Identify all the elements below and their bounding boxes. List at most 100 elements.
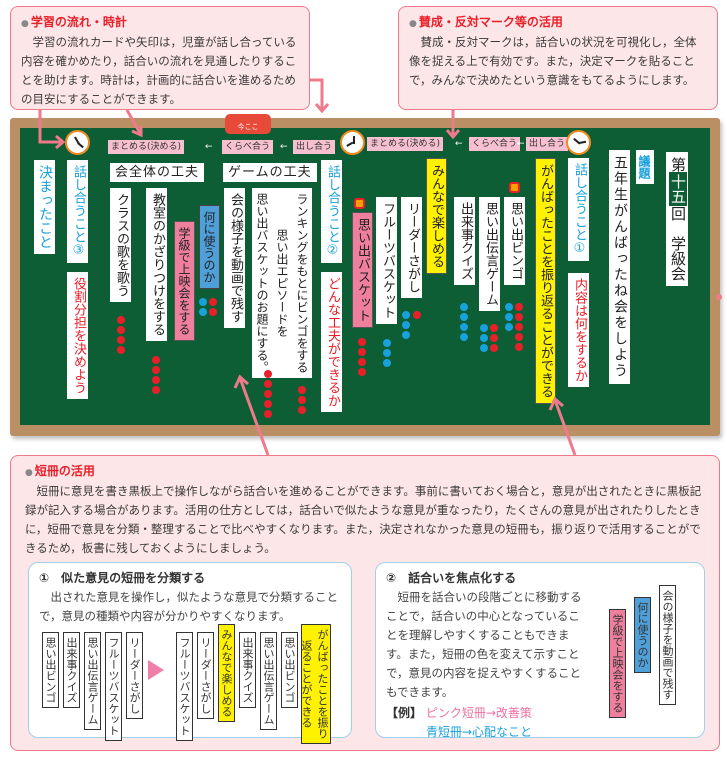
vote-dots-red <box>298 386 306 414</box>
idea-strip: リーダーさがし <box>401 197 422 298</box>
game-idea-strip: 思い出エピソードを思い出バスケットのお題にする。 <box>252 188 292 378</box>
note-body: 短冊に意見を書き黒板上で操作しながら話合いを進めることができます。事前に書いてお… <box>25 484 702 555</box>
vote-dots-red <box>358 338 366 376</box>
connector-line <box>553 399 577 456</box>
flow-compare: くらべ合う <box>222 140 274 154</box>
red-vote-mark <box>264 410 272 418</box>
flow-compare: くらべ合う <box>469 137 521 151</box>
blue-vote-mark <box>402 331 410 339</box>
whole-idea-strip: クラスの歌を歌う <box>110 188 131 302</box>
blue-vote-mark <box>480 344 488 352</box>
mini-strip: 出来事クイズ <box>239 632 256 708</box>
topic2-question: どんな工夫ができるか <box>321 272 342 412</box>
connector-line <box>125 109 142 134</box>
mini-strip: リーダーさがし <box>197 632 214 719</box>
arrow-left-icon: ← <box>280 142 288 152</box>
topic1-strip: 話し合うこと① <box>568 158 589 261</box>
mini-strip: 出来事クイズ <box>63 632 80 708</box>
red-vote-mark <box>413 311 421 319</box>
red-vote-mark <box>298 386 306 394</box>
note-title: 学習の流れ・時計 <box>21 13 299 33</box>
line: 思い出エピソードを <box>275 229 289 337</box>
red-vote-mark <box>117 316 125 324</box>
red-vote-mark <box>117 336 125 344</box>
idea-strip: 出来事クイズ <box>454 197 475 285</box>
vote-dots-blue <box>383 339 391 367</box>
red-vote-mark <box>515 303 523 311</box>
flow-summarize: まとめる(決める) <box>367 137 444 151</box>
blue-vote-mark <box>505 303 513 311</box>
title-number: 十五 <box>669 172 687 206</box>
blue-vote-mark <box>480 334 488 342</box>
example-body: 短冊を話合いの段階ごとに移動することで，話合いの中心となっていることを理解しやす… <box>386 590 582 699</box>
whole-header: 会全体の工夫 <box>110 163 205 182</box>
note-title: 短冊の活用 <box>25 462 705 482</box>
idea-strip: フルーツバスケット <box>376 197 397 324</box>
clock-icon <box>340 130 365 155</box>
vote-dots-red <box>117 316 125 354</box>
title-rest: 回 学級会 <box>669 206 687 281</box>
vote-dots-red <box>515 303 523 351</box>
mini-strip: 思い出伝言ゲーム <box>260 632 277 730</box>
red-vote-mark <box>358 368 366 376</box>
arrow-left-icon: ← <box>517 139 525 149</box>
flow-propose: 出し合う <box>293 140 336 154</box>
connector-line <box>238 377 270 456</box>
red-vote-mark <box>515 323 523 331</box>
mini-strip: 会の様子を動画で残す <box>659 585 676 705</box>
note-body: 学習の流れカードや矢印は，児童が話し合っている内容を確かめたり，話合いの流れを見… <box>21 35 297 106</box>
meeting-title: 第十五回 学級会 <box>666 152 688 286</box>
red-vote-mark <box>515 313 523 321</box>
red-vote-mark <box>298 396 306 404</box>
blue-vote-mark <box>402 321 410 329</box>
mini-strip: フルーツバスケット <box>176 632 193 741</box>
decided-strip: 決まったこと <box>34 160 55 254</box>
example-classify: ① 似た意見の短冊を分類する 出された意見を操作し，似たような意見で分類すること… <box>28 562 352 738</box>
idea-strip: 思い出ビンゴ <box>504 197 525 285</box>
vote-dots-red <box>209 298 217 316</box>
connector-line <box>310 78 324 110</box>
example-focus: ② 話合いを焦点化する 短冊を話合いの段階ごとに移動することで，話合いの中心とな… <box>375 562 705 739</box>
example-body: 出された意見を操作し，似たような意見で分類することで，意見の種類や内容が分かりや… <box>39 590 338 623</box>
note-body: 賛成・反対マークは，話合いの状況を可視化し，全体像を捉える上で有効です。また，決… <box>409 35 697 87</box>
red-vote-mark <box>117 326 125 334</box>
red-vote-mark <box>264 370 272 378</box>
red-vote-mark <box>515 343 523 351</box>
connector-line <box>38 110 62 144</box>
blue-vote-mark <box>460 333 468 341</box>
blue-vote-mark <box>505 313 513 321</box>
red-vote-mark <box>358 358 366 366</box>
example-rule: 【例】 ピンク短冊→改善策 青短冊→心配なこと <box>386 704 694 742</box>
line: がんばったことを振り <box>316 629 329 739</box>
mini-strip-blue: 何に使うのか <box>634 597 651 673</box>
blue-vote-mark <box>383 359 391 367</box>
vote-dots-red <box>490 324 498 352</box>
blue-vote-mark <box>460 323 468 331</box>
red-vote-mark <box>209 298 217 306</box>
arrow-right-icon <box>148 660 164 680</box>
decision-mark-icon <box>509 182 520 193</box>
line: 返ることができる <box>300 640 313 728</box>
blue-vote-mark <box>383 349 391 357</box>
example-title: ① 似た意見の短冊を分類する <box>39 571 206 585</box>
mini-strip: 思い出伝言ゲーム <box>84 632 101 730</box>
bus-icon: 今ここ <box>225 114 271 134</box>
blue-vote-mark <box>383 339 391 347</box>
red-vote-mark <box>264 380 272 388</box>
blue-vote-mark <box>460 313 468 321</box>
pink-rule: ピンク短冊→改善策 <box>425 706 532 720</box>
topic3-question: 役割分担を決めよう <box>67 272 88 399</box>
example-title: ② 話合いを焦点化する <box>386 571 517 585</box>
blue-vote-mark <box>199 308 207 316</box>
red-vote-mark <box>152 376 160 384</box>
clock-icon <box>65 130 90 155</box>
red-vote-mark <box>264 400 272 408</box>
arrow-left-icon: ← <box>455 139 463 149</box>
vote-dots-blue <box>199 298 207 316</box>
mini-strip-yellow: みんなで楽しめる <box>218 624 235 722</box>
red-vote-mark <box>358 338 366 346</box>
red-vote-mark <box>264 390 272 398</box>
idea-strip-decided: 思い出バスケット <box>352 212 373 328</box>
game-idea-strip: 会の様子を動画で残す <box>224 188 245 328</box>
mini-strip: フルーツバスケット <box>105 632 122 741</box>
